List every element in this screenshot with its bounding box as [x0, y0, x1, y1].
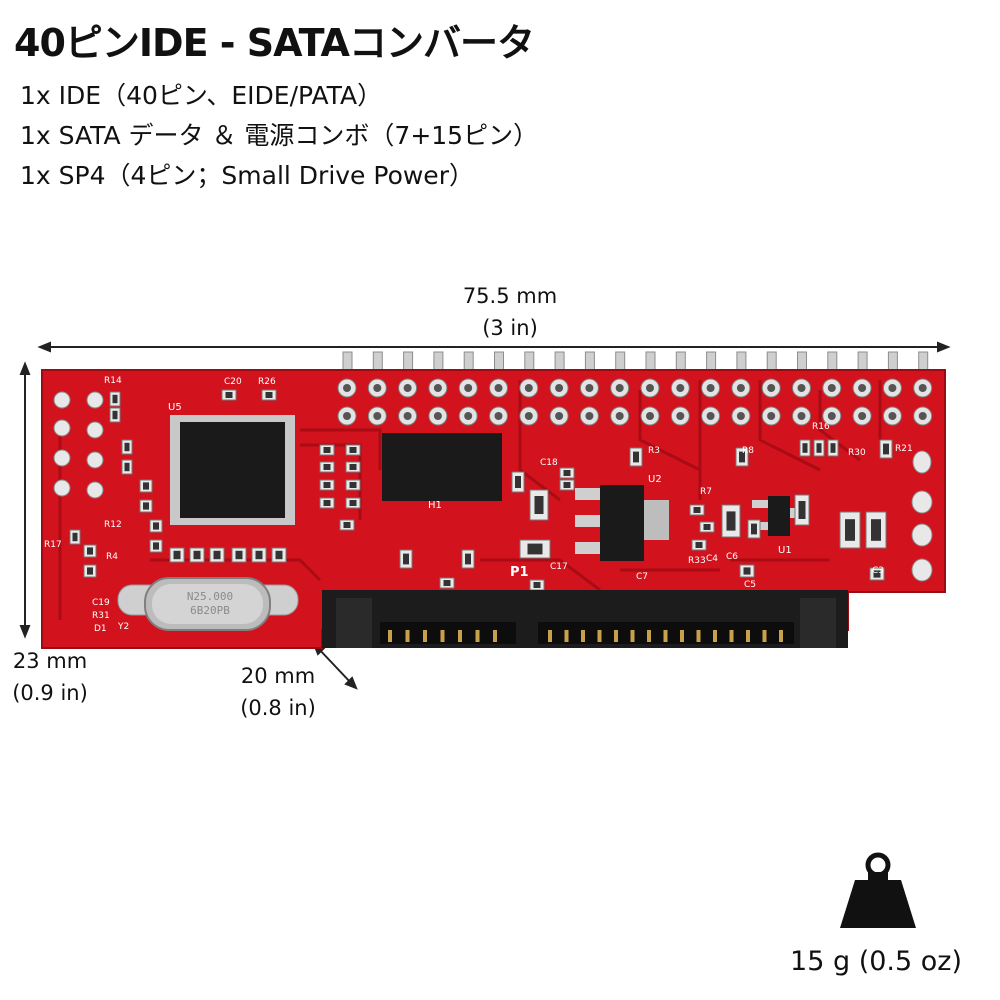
label-r31: R31: [92, 611, 110, 621]
label-u1: U1: [778, 545, 792, 556]
label-c18: C18: [540, 458, 558, 468]
label-r12: R12: [104, 520, 122, 530]
label-r21: R21: [895, 444, 913, 454]
label-c6: C6: [726, 552, 739, 562]
label-h1: H1: [428, 500, 442, 511]
label-r26: R26: [258, 377, 276, 387]
length-in: (3 in): [482, 316, 538, 340]
label-r16: R16: [812, 422, 830, 432]
label-r8: R8: [742, 446, 754, 456]
ide-pad-grid: [337, 378, 933, 426]
depth-dimension-line: [312, 642, 358, 690]
label-r7: R7: [700, 487, 712, 497]
label-c17: C17: [550, 562, 568, 572]
chip-u5: [170, 415, 295, 525]
spec-line-ide: 1x IDE（40ピン、EIDE/PATA）: [20, 81, 383, 110]
height-dimension-line: [19, 361, 31, 639]
height-dimension-label: 23 mm (0.9 in): [0, 645, 100, 709]
crystal-y2: [117, 577, 299, 631]
label-r4: R4: [106, 552, 118, 562]
weight-icon: [840, 852, 916, 928]
label-r14: R14: [104, 376, 122, 386]
depth-mm: 20 mm: [240, 664, 316, 688]
label-c5: C5: [744, 580, 757, 590]
crystal-label: N25.000 6B20PB: [186, 590, 234, 617]
label-r33: R33: [688, 556, 706, 566]
label-c3: C3: [872, 566, 885, 576]
label-r3: R3: [648, 446, 660, 456]
chip-u2: [575, 485, 669, 561]
label-d1: D1: [94, 624, 107, 634]
label-c19: C19: [92, 598, 110, 608]
label-c7: C7: [636, 572, 649, 582]
depth-in: (0.8 in): [240, 696, 316, 720]
chip-h1: [382, 433, 502, 501]
power-pads: [911, 450, 933, 582]
label-u2: U2: [648, 474, 662, 485]
depth-dimension-label: 20 mm (0.8 in): [228, 660, 328, 724]
label-c4: C4: [706, 554, 719, 564]
spec-line-sata: 1x SATA データ ＆ 電源コンボ（7+15ピン）: [20, 121, 539, 150]
sp4-pads: [53, 391, 104, 499]
weight-label: 15 g (0.5 oz): [790, 946, 962, 977]
length-dimension-label: 75.5 mm (3 in): [440, 280, 580, 344]
height-in: (0.9 in): [12, 681, 88, 705]
sata-connector: [322, 590, 848, 648]
height-mm: 23 mm: [12, 649, 88, 673]
spec-line-sp4: 1x SP4（4ピン；Small Drive Power）: [20, 161, 474, 190]
label-p1: P1: [510, 565, 529, 580]
page-title: 40ピンIDE - SATAコンバータ: [14, 21, 535, 65]
length-dimension-line: [37, 341, 951, 353]
label-y2: Y2: [118, 622, 130, 632]
length-mm: 75.5 mm: [462, 284, 558, 308]
label-r17: R17: [44, 540, 62, 550]
smd-components: [69, 389, 893, 591]
label-u5: U5: [168, 402, 182, 413]
label-r30: R30: [848, 448, 866, 458]
label-c20: C20: [224, 377, 242, 387]
